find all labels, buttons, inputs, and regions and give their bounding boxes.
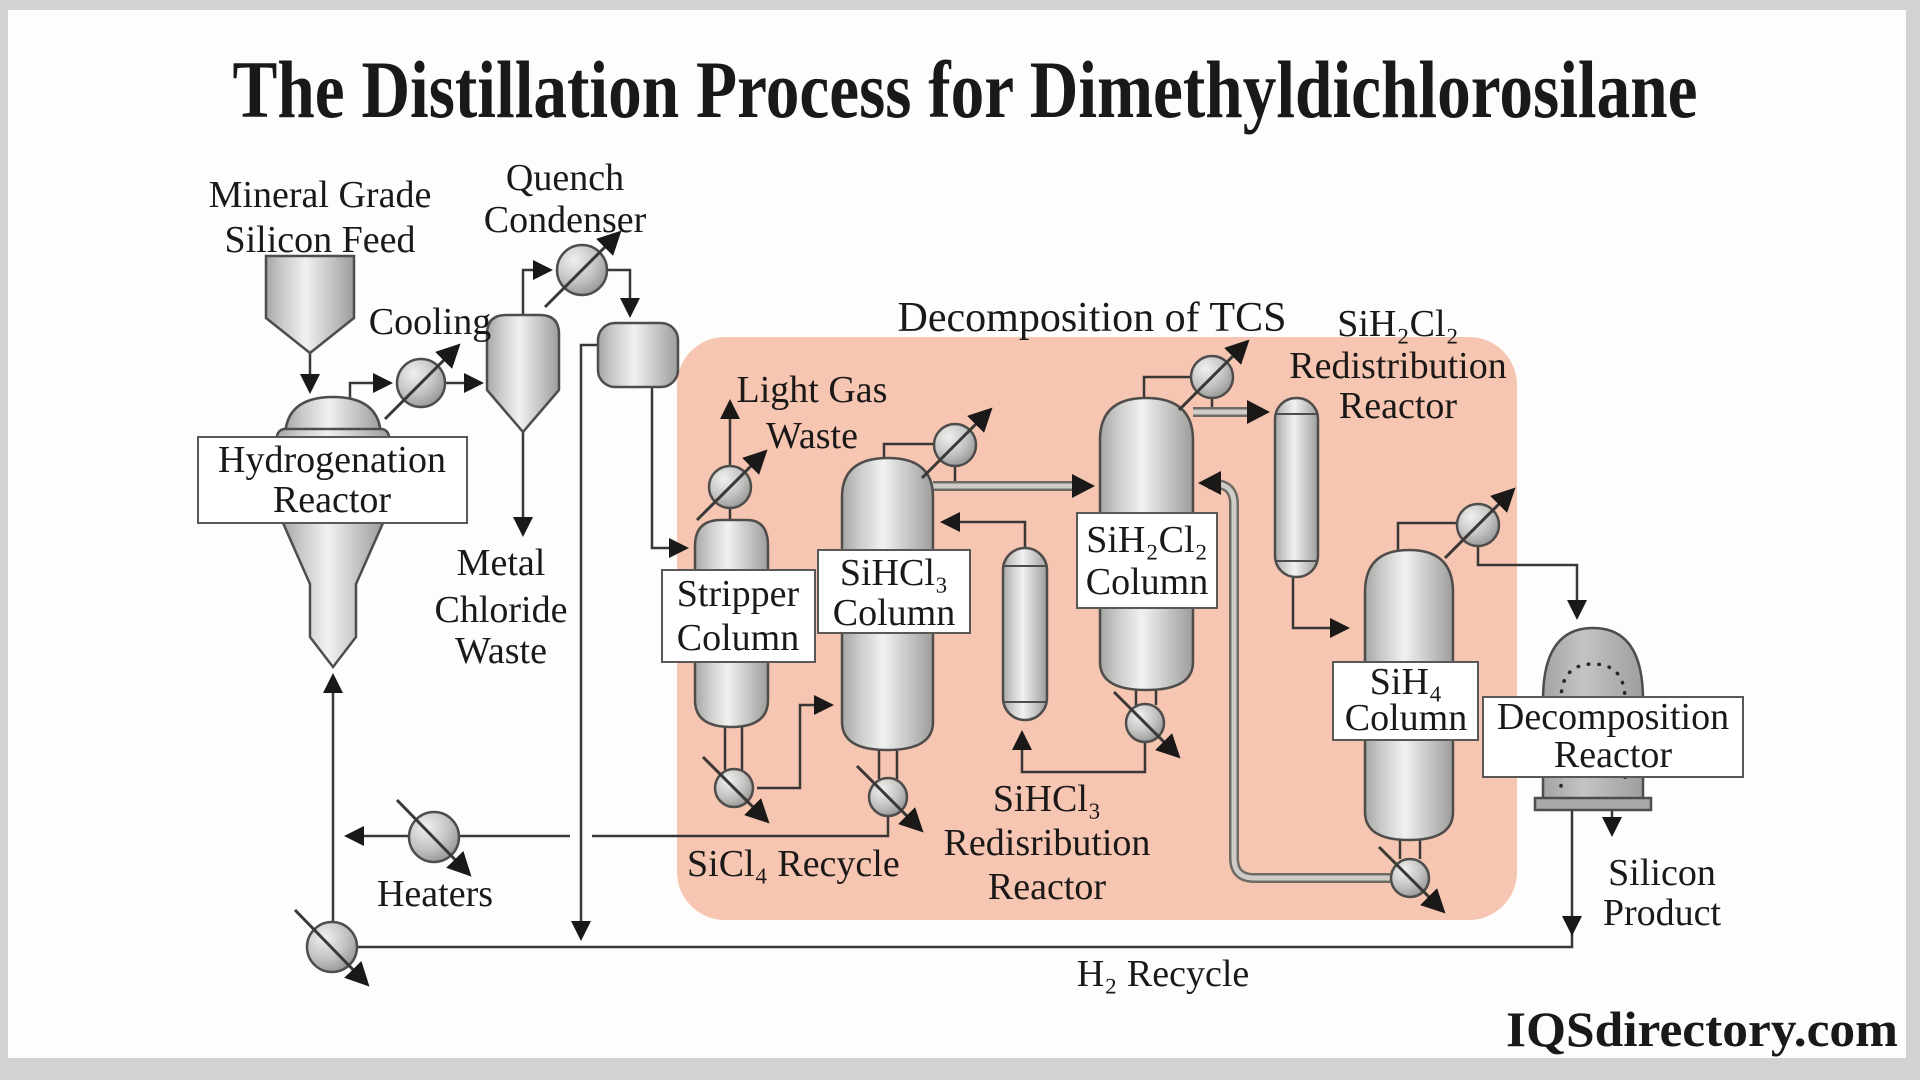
mineral-feed-label-line2: Silicon Feed (224, 219, 415, 261)
sih4-to-decomposition-line (1476, 547, 1587, 620)
flash-drum-vessel (596, 321, 680, 389)
sihcl3-bottom-stubs (877, 750, 899, 779)
light-gas-waste-label-line2: Waste (766, 415, 858, 457)
sicl4-recycle-line-right (592, 817, 890, 838)
sih2cl2-to-redis-line (1012, 730, 1147, 774)
sihcl3-redisribution-reactor-vessel (1001, 546, 1049, 722)
sih4-column-label-box (1332, 661, 1479, 741)
sicl4-recycle-label: SiCl₄ Recycle (687, 843, 900, 885)
sih2cl2-column-label-box (1076, 512, 1218, 609)
watermark: IQSdirectory.com (1506, 1001, 1898, 1057)
stripper-column-label-line1: Stripper (677, 573, 800, 615)
silicon-product-label-line2: Product (1603, 892, 1722, 934)
decomposition-reactor-label-line2: Reactor (1554, 734, 1673, 776)
quench-to-condenser-line (521, 260, 553, 316)
sih4-bottom-stubs (1398, 840, 1422, 859)
sih4-condenser-arrow (1443, 487, 1516, 560)
sihcl3-reboiler-arrow (855, 764, 924, 833)
sih2cl2-column-label-line2: Column (1086, 561, 1208, 603)
sih2cl2-top-stub (1142, 375, 1190, 400)
sih4-column-label-line2: Column (1345, 697, 1467, 739)
quench-column-vessel (485, 313, 561, 434)
metal-chloride-waste-label-line3: Waste (455, 630, 547, 672)
sih4-top-stub (1396, 521, 1456, 552)
sihcl3-column-label-line1: SiHCl₃ (840, 552, 948, 594)
redis-to-sihcl3-return-line (940, 512, 1027, 549)
sihcl3-redisribution-label-line1: SiHCl₃ (993, 778, 1101, 820)
sihcl3-redisribution-label-line3: Reactor (988, 866, 1107, 908)
silicon-feed-hopper (264, 254, 356, 355)
h2-heater-arrow (293, 908, 370, 987)
cooling-exchanger-arrow (383, 343, 461, 421)
process-lines (300, 260, 1622, 949)
sihcl3-condenser-arrow (920, 407, 993, 480)
metal-chloride-waste-label-line1: Metal (457, 542, 546, 584)
hydrogenation-reactor-label-line2: Reactor (273, 479, 392, 521)
h2-recycle-label: H₂ Recycle (1077, 953, 1250, 995)
decomposition-reactor-base (1533, 796, 1653, 812)
page-title: The Distillation Process for Dimethyldic… (233, 44, 1698, 135)
sih4-reboiler-arrow (1377, 845, 1446, 914)
cooling-label: Cooling (369, 301, 491, 343)
sih2cl2-redistribution-reactor-vessel (1273, 396, 1320, 579)
sih2cl2-redistribution-label-line2: Redistribution (1289, 345, 1506, 387)
sih2cl2-redistribution-seams (1275, 413, 1318, 562)
hydrogenation-reactor-label-box (197, 436, 468, 524)
decomposition-reactor-label-box (1482, 696, 1744, 778)
sih2cl2-redistribution-label-line1: SiH₂Cl₂ (1337, 303, 1459, 345)
stripper-to-sihcl3-line (757, 695, 834, 790)
pipe-arrow-into-sih2cl2 (1072, 474, 1095, 498)
transfer-pipes (933, 400, 1390, 883)
sihcl3-redisribution-label-line2: Redisribution (944, 822, 1151, 864)
quench-condenser-arrow (543, 230, 622, 309)
silicon-product-label-line1: Silicon (1608, 852, 1716, 894)
light-gas-waste-label-line1: Light Gas (737, 369, 888, 411)
heater-arrow (395, 798, 472, 877)
hydrogenation-reactor-label-line1: Hydrogenation (218, 439, 446, 481)
pipe-arrow-into-sih2cl2-right (1198, 471, 1221, 495)
quench-condenser-label-line2: Condenser (484, 199, 647, 241)
mineral-feed-label-line1: Mineral Grade (209, 174, 432, 216)
label-boxes (197, 436, 1744, 778)
region-label: Decomposition of TCS (898, 295, 1287, 341)
sihcl3-column-label-box (817, 549, 971, 634)
stripper-reboiler-arrow (701, 755, 770, 824)
heaters-label: Heaters (377, 873, 493, 915)
sihcl3-top-stub (882, 442, 933, 460)
sih2cl2-condenser-arrow (1177, 339, 1250, 412)
redis-to-sih4-line (1291, 578, 1350, 638)
stripper-column-label-line2: Column (677, 617, 799, 659)
stripper-condenser-arrow (695, 449, 768, 522)
sih2cl2-reboiler-arrow (1112, 690, 1181, 759)
exchangers (293, 230, 1516, 987)
metal-chloride-waste-label-line2: Chloride (435, 589, 568, 631)
pipe-arrow-into-redistribution (1247, 400, 1270, 424)
sih2cl2-column-label-line1: SiH₂Cl₂ (1086, 519, 1208, 561)
decomposition-reactor-label-line1: Decomposition (1497, 696, 1729, 738)
sihcl3-redisribution-seams (1003, 565, 1047, 703)
quench-condenser-label-line1: Quench (506, 157, 624, 199)
sih2cl2-redistribution-label-line3: Reactor (1339, 385, 1458, 427)
drum-to-stripper-line (650, 388, 689, 558)
sih2cl2-bottom-stubs (1134, 690, 1158, 705)
stripper-bottom-stubs (723, 727, 744, 770)
sihcl3-column-label-line2: Column (833, 592, 955, 634)
sih4-column-label-line1: SiH₄ (1370, 661, 1442, 703)
drum-to-h2-recycle-line (571, 343, 598, 941)
condenser-to-drum-line (607, 268, 640, 318)
stripper-column-label-box (661, 569, 816, 663)
sih4-bottoms-return-pipe-inner (1208, 481, 1390, 881)
